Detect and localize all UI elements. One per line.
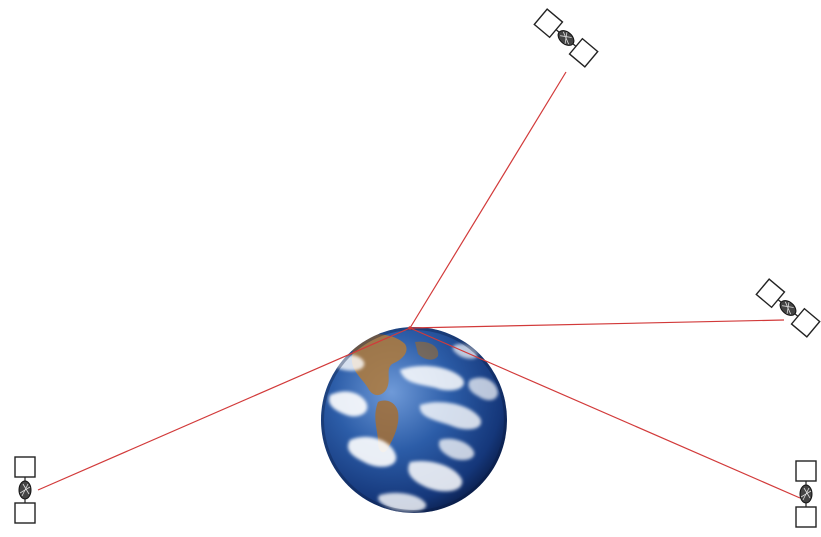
satellite-detail [800,487,812,501]
satellites [14,8,821,528]
signal-links [37,71,801,499]
earth-land [375,400,399,453]
solar-panel [795,460,817,482]
satellite-icon-left [14,456,36,524]
satellite-detail [19,483,31,497]
earth-land [351,334,407,396]
signal-link-bottom-right [409,327,801,499]
signal-link-top [409,71,567,329]
solar-panel [14,502,36,524]
solar-panel [795,506,817,528]
signal-link-left [37,327,411,491]
satellite-detail [782,301,794,315]
earth-land [415,341,439,360]
satellite-icon-right [755,278,821,338]
satellite-icon-top [533,8,599,68]
satellite-icon-bottom-right [795,460,817,528]
signal-link-right [409,319,785,329]
receiver-point-icon [408,326,412,330]
solar-panel [14,456,36,478]
satellite-detail [560,31,572,45]
earth-icon [321,327,507,513]
